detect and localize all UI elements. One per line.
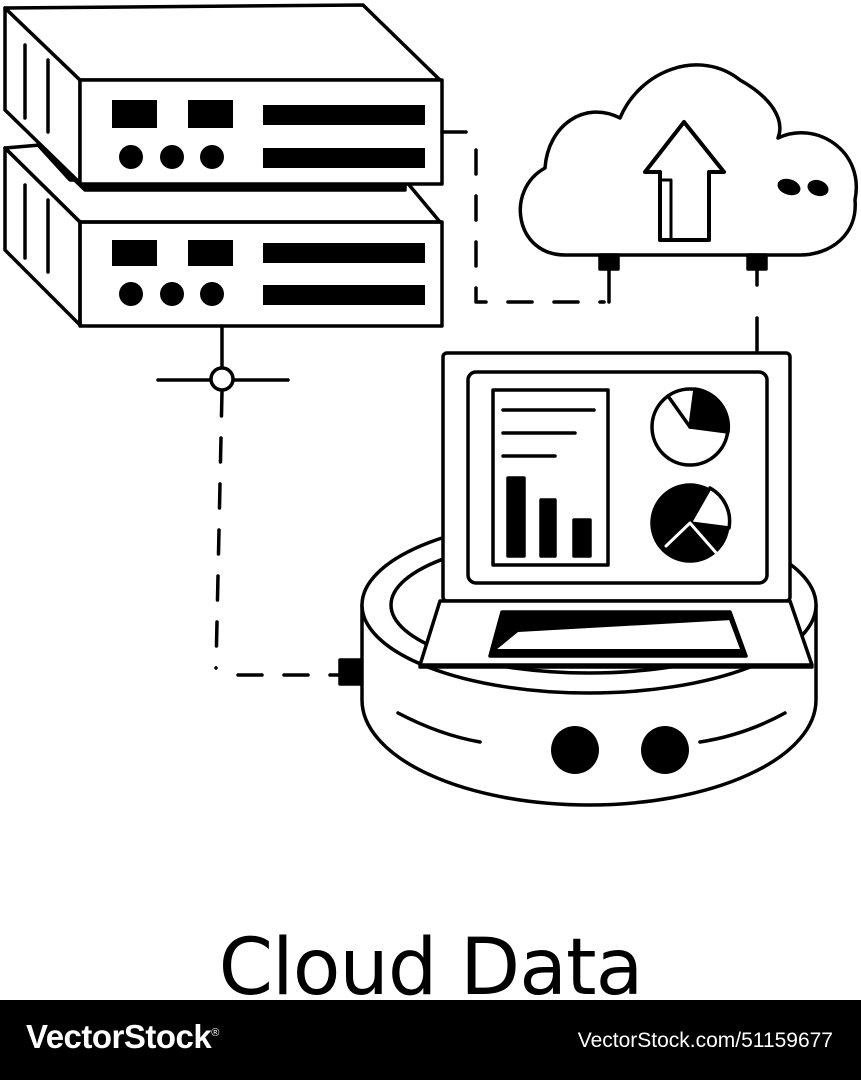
network-node-icon — [156, 324, 290, 392]
stock-image-url: VectorStock.com/51159677 — [577, 1029, 833, 1052]
server-rack-icon — [3, 3, 444, 328]
brand-logo: VectorStock® — [26, 1018, 219, 1056]
server-unit-upper — [3, 3, 444, 186]
stock-footer-bar: VectorStock® VectorStock.com/51159677 — [0, 1000, 861, 1080]
cloud-data-illustration — [3, 3, 859, 807]
laptop-icon — [418, 351, 814, 669]
brand-name: VectorStock — [26, 1018, 212, 1055]
cloud-upload-icon — [518, 63, 859, 304]
bar-chart-icon — [491, 388, 610, 567]
caption-title: Cloud Data — [218, 923, 644, 1013]
brand-registered: ® — [211, 1027, 219, 1039]
server-unit-lower — [3, 143, 444, 328]
pie-chart-icon — [650, 387, 732, 563]
dashed-connectors — [214, 130, 606, 677]
